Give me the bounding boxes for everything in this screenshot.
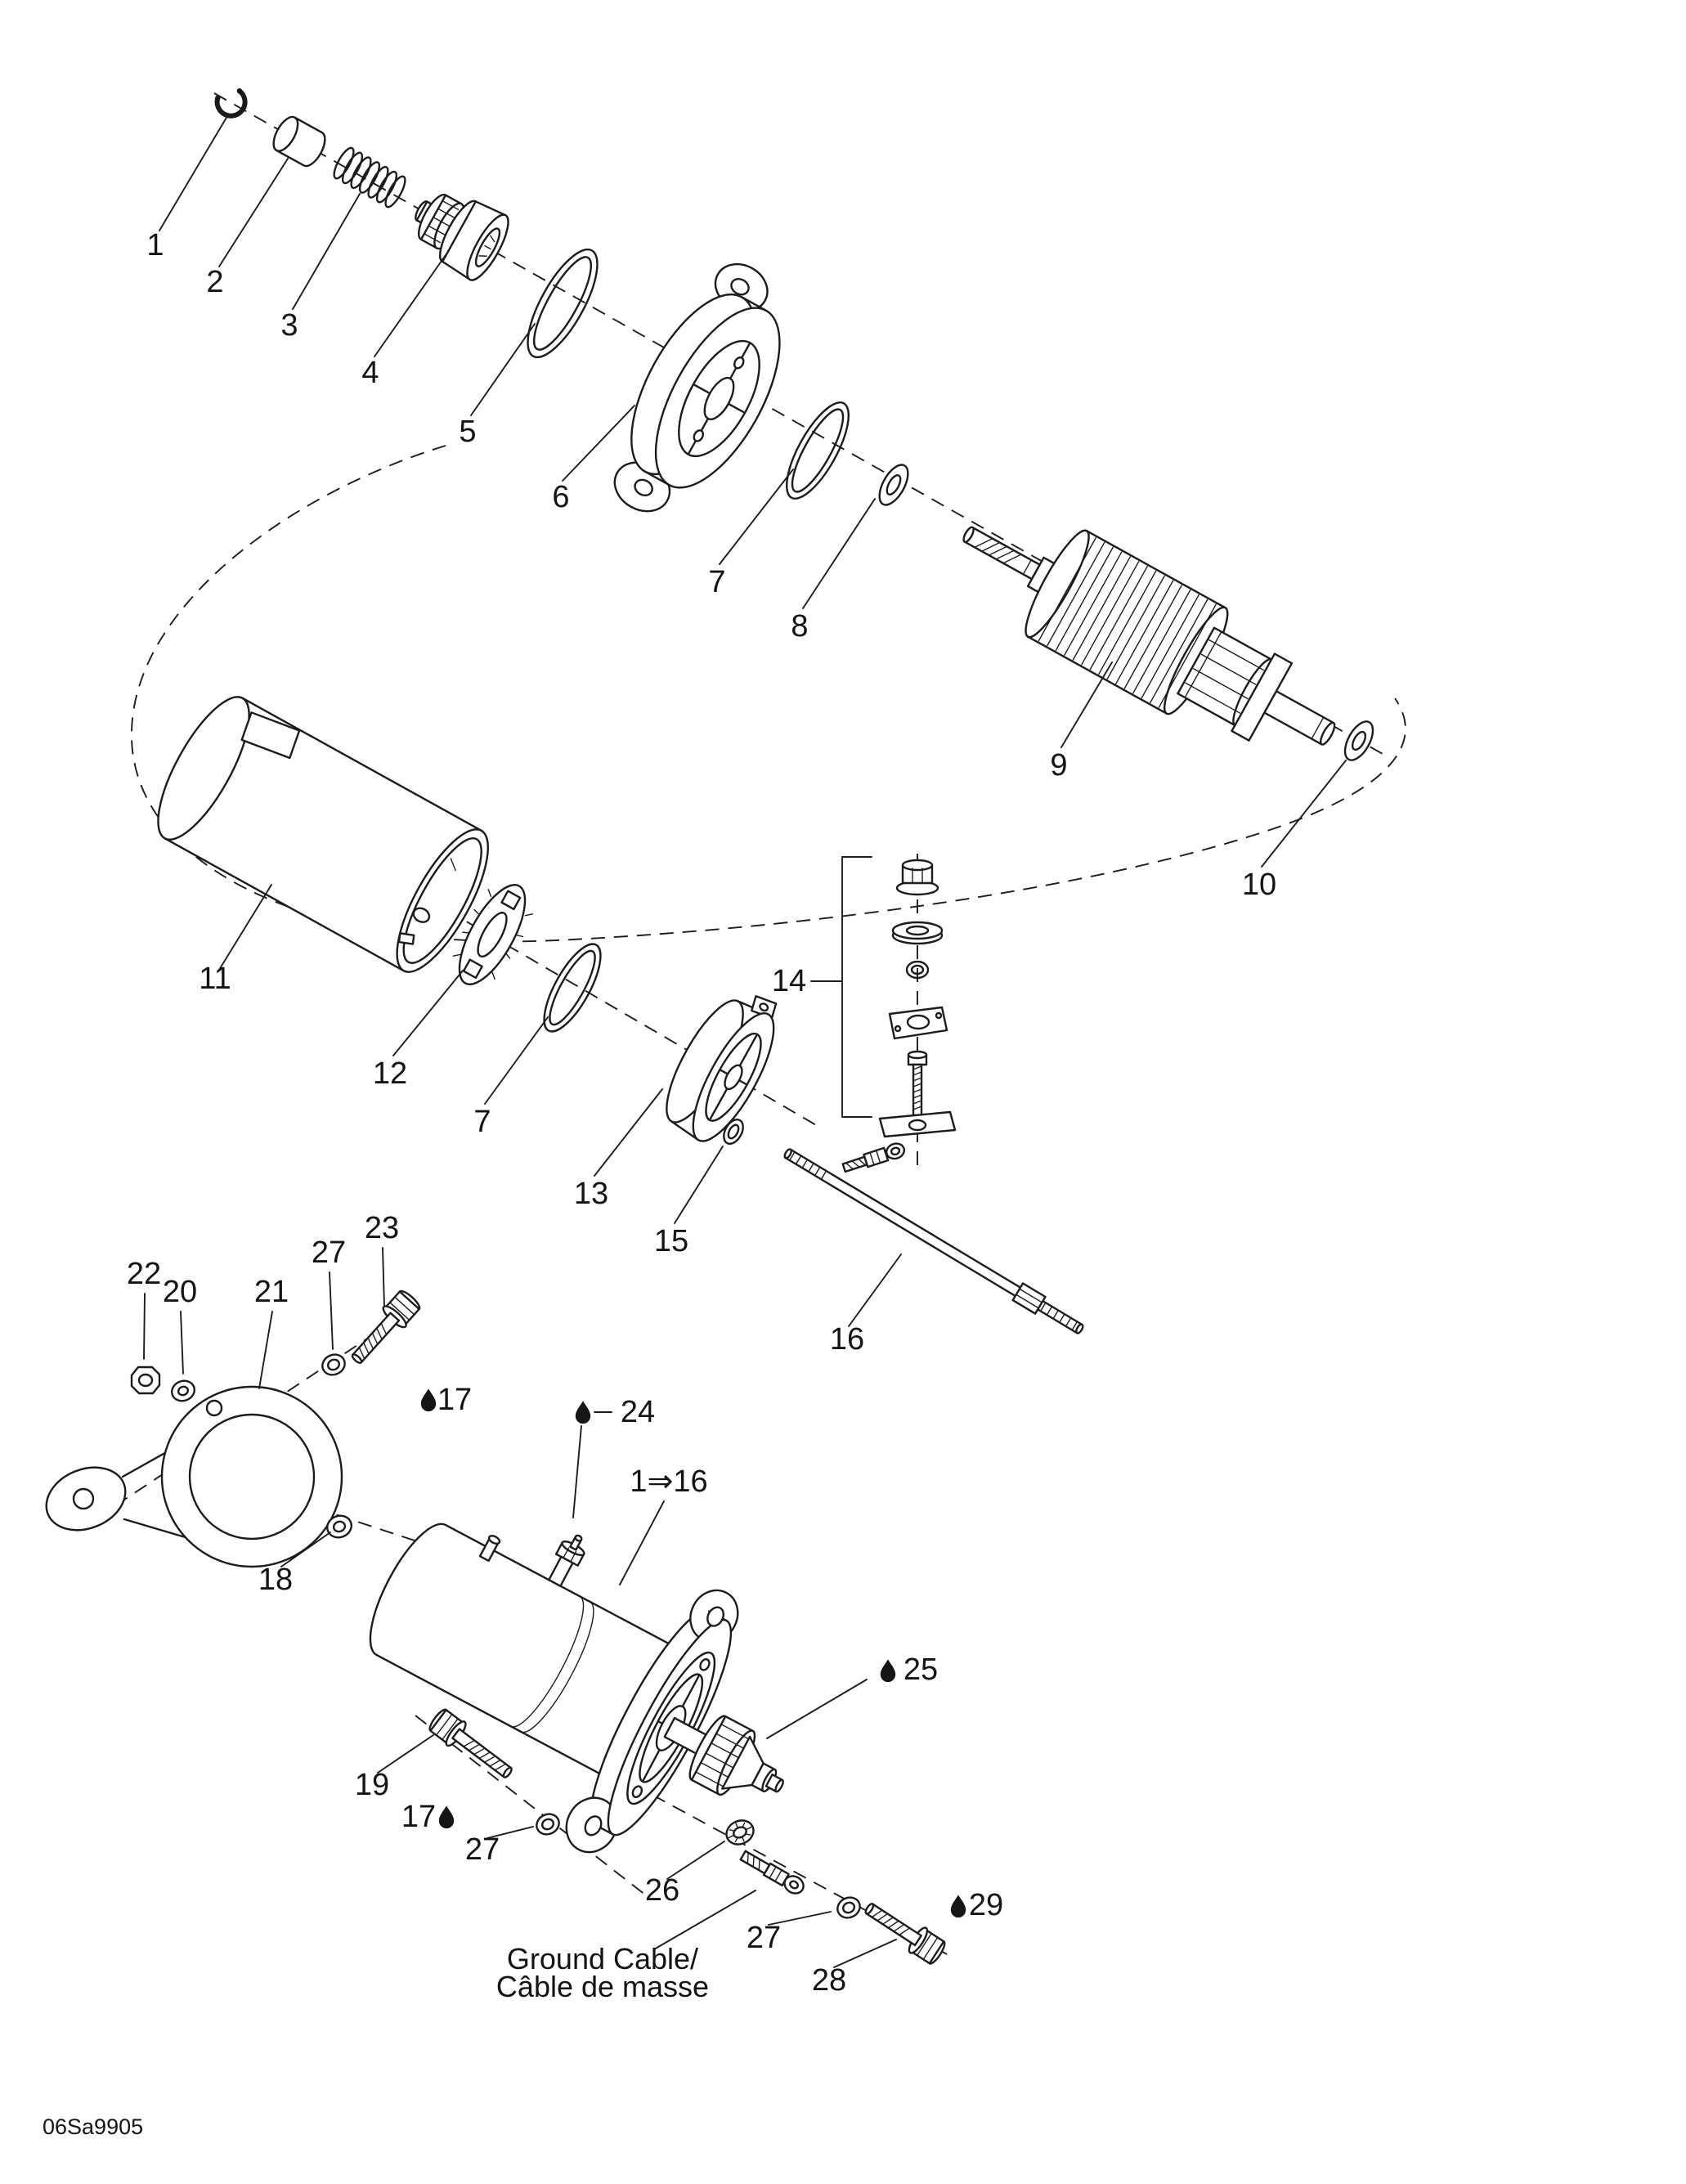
callout-19: 19 bbox=[355, 1768, 389, 1802]
hex-bolt-part bbox=[351, 1289, 421, 1365]
callout-10: 10 bbox=[1242, 868, 1276, 902]
bolt19-axis bbox=[415, 1715, 647, 1896]
ground-cable-lug-part bbox=[739, 1850, 805, 1895]
small-o-ring-part bbox=[723, 1118, 744, 1146]
callout-14-bracket bbox=[810, 856, 872, 1118]
callout-11: 11 bbox=[199, 962, 231, 996]
lubricant-drop-icon bbox=[950, 1895, 966, 1918]
cup-washer-part bbox=[891, 921, 944, 945]
hex-bolt-part bbox=[428, 1708, 513, 1778]
leader-lines bbox=[143, 115, 1347, 1968]
callout-18: 18 bbox=[258, 1563, 293, 1597]
lubricant-icons bbox=[420, 1388, 966, 1918]
bolt28-axis bbox=[629, 1782, 948, 1955]
callout-1: 1 bbox=[146, 228, 164, 262]
callout-7b: 7 bbox=[473, 1105, 491, 1139]
washer-part bbox=[1343, 720, 1374, 761]
o-ring-large-part bbox=[527, 248, 599, 359]
pinion-clutch-part bbox=[415, 193, 509, 281]
callout-27a: 27 bbox=[312, 1236, 346, 1270]
callout-27b: 27 bbox=[465, 1832, 500, 1867]
part-code: 06Sa9905 bbox=[43, 2114, 143, 2139]
washer-part bbox=[171, 1379, 195, 1402]
bushing-part bbox=[272, 115, 326, 168]
brush-plate-part bbox=[452, 884, 534, 985]
callout-16: 16 bbox=[830, 1322, 864, 1357]
lock-washer-part bbox=[725, 1819, 755, 1845]
callout-5: 5 bbox=[459, 415, 476, 449]
callout-23: 23 bbox=[365, 1211, 399, 1245]
spring-part bbox=[333, 146, 406, 209]
lubricant-drop-icon bbox=[880, 1659, 896, 1683]
lubricant-drop-icon bbox=[575, 1401, 591, 1424]
square-nut-plate-part bbox=[888, 1006, 948, 1040]
through-bolt-part bbox=[783, 1148, 1084, 1334]
hex-bolt-part bbox=[864, 1903, 946, 1965]
terminal-bolt-plate-part bbox=[878, 1050, 957, 1138]
callouts: 1 2 3 4 5 6 7 8 9 10 11 12 7 13 15 14 16… bbox=[43, 228, 1276, 2139]
motor-housing-part bbox=[157, 696, 489, 973]
callout-range-1-16: 1⇒16 bbox=[630, 1464, 707, 1499]
callout-8: 8 bbox=[791, 609, 808, 644]
washer-part bbox=[836, 1896, 861, 1919]
callout-17a: 17 bbox=[437, 1383, 472, 1417]
callout-13: 13 bbox=[574, 1177, 608, 1211]
cable-terminal-part bbox=[841, 1142, 906, 1173]
callout-29: 29 bbox=[969, 1888, 1003, 1922]
callout-14: 14 bbox=[772, 964, 806, 998]
callout-2: 2 bbox=[206, 265, 223, 299]
lubricant-drop-icon bbox=[420, 1388, 437, 1412]
end-housing-part bbox=[613, 262, 781, 513]
callout-22: 22 bbox=[127, 1257, 161, 1291]
callout-6: 6 bbox=[552, 480, 569, 514]
callout-9: 9 bbox=[1050, 748, 1067, 783]
end-cap-part bbox=[666, 995, 778, 1142]
lubricant-drop-icon bbox=[438, 1805, 455, 1829]
callout-25: 25 bbox=[904, 1653, 938, 1687]
starter-motor-assembly bbox=[369, 1523, 784, 1854]
callout-15: 15 bbox=[654, 1224, 688, 1258]
washer-part bbox=[878, 464, 909, 506]
callout-7: 7 bbox=[708, 565, 725, 599]
flange-nut-part bbox=[895, 859, 939, 896]
ground-cable-label-fr: Câble de masse bbox=[496, 1970, 709, 2003]
callout-17b: 17 bbox=[401, 1800, 436, 1834]
callout-3: 3 bbox=[280, 308, 298, 343]
o-ring-part bbox=[786, 401, 850, 500]
parts bbox=[45, 88, 1374, 1965]
support-bracket-part bbox=[45, 1385, 343, 1568]
ground-cable-label-en: Ground Cable/ bbox=[507, 1942, 698, 1975]
callout-21: 21 bbox=[254, 1275, 289, 1309]
nut-part bbox=[130, 1366, 161, 1395]
callout-28: 28 bbox=[812, 1963, 846, 1998]
washer-part bbox=[321, 1353, 346, 1376]
callout-4: 4 bbox=[361, 356, 379, 390]
terminal-hardware-stack bbox=[841, 859, 957, 1173]
washer-part bbox=[326, 1514, 352, 1539]
washer-part bbox=[536, 1813, 560, 1836]
armature-part bbox=[962, 526, 1336, 746]
assembly-sequence-loop bbox=[131, 445, 1406, 943]
o-ring-part bbox=[543, 943, 602, 1033]
callout-12: 12 bbox=[373, 1056, 407, 1091]
callout-24: 24 bbox=[621, 1395, 655, 1429]
small-o-ring-part bbox=[905, 960, 930, 980]
callout-26: 26 bbox=[645, 1873, 679, 1908]
callout-27c: 27 bbox=[747, 1921, 781, 1955]
callout-20: 20 bbox=[163, 1275, 197, 1309]
circlip-part bbox=[214, 88, 248, 119]
